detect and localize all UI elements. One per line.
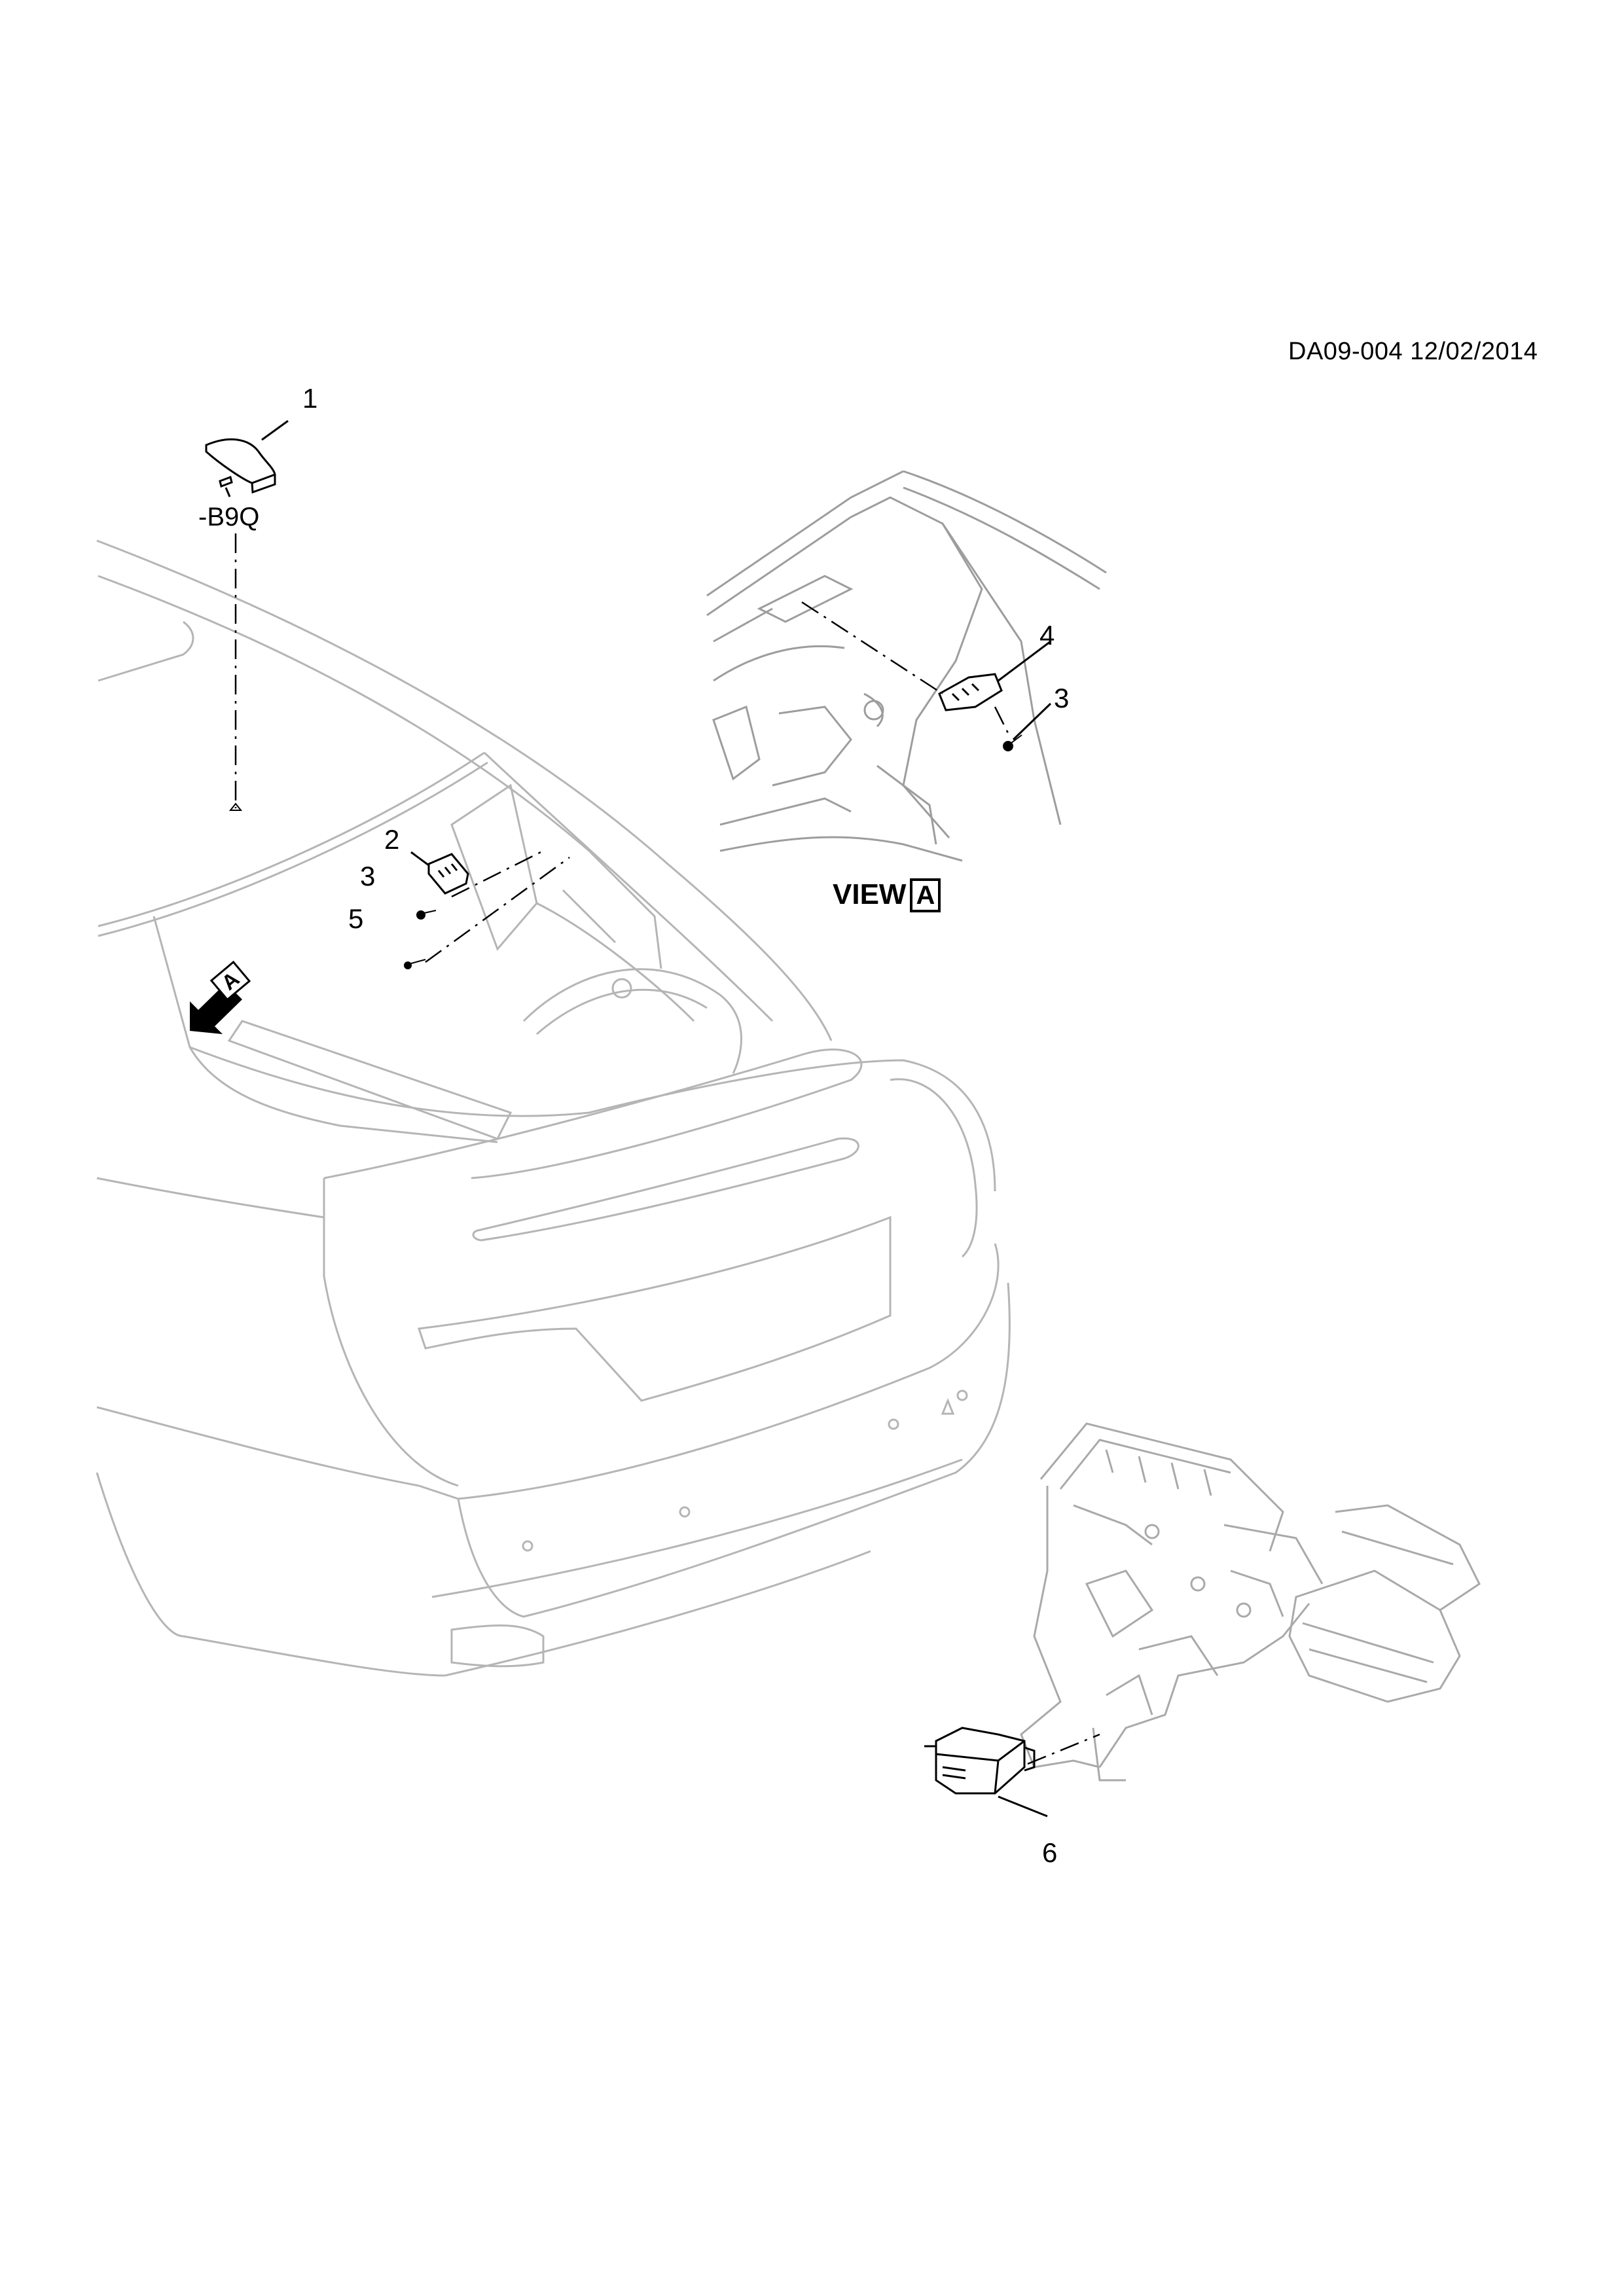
antenna-part-1 <box>205 438 276 497</box>
view-label-boxed-letter: A <box>910 878 941 912</box>
callout-number-4: 4 <box>1039 620 1055 651</box>
callout-number-6: 6 <box>1042 1837 1058 1868</box>
part-3-screw <box>416 910 437 920</box>
leader-lines <box>261 420 1052 1818</box>
part-5-screw <box>404 959 426 969</box>
view-a-direction-arrow: A <box>190 960 251 1034</box>
callout-number-3-view-a: 3 <box>1054 683 1070 713</box>
part-3b-screw <box>1003 734 1022 751</box>
callout-number-5: 5 <box>348 903 364 934</box>
callout-number-2: 2 <box>384 824 400 855</box>
dash-dot-placement-lines <box>234 533 1100 1765</box>
hvac-module-illustration <box>1020 1422 1481 1782</box>
antenna-mount-mark <box>228 802 243 811</box>
callout-number-3: 3 <box>360 861 376 891</box>
view-a-inset-illustration <box>706 470 1107 862</box>
part-4-module <box>938 673 1003 711</box>
drawing-code-and-date: DA09-004 12/02/2014 <box>1288 338 1538 365</box>
option-code-label: -B9Q <box>198 503 260 531</box>
part-6-actuator <box>924 1727 1036 1795</box>
view-label-text: VIEW <box>833 878 907 910</box>
part-2-module <box>427 853 469 895</box>
callout-number-1: 1 <box>302 383 318 414</box>
vehicle-rear-illustration <box>96 539 1011 1677</box>
